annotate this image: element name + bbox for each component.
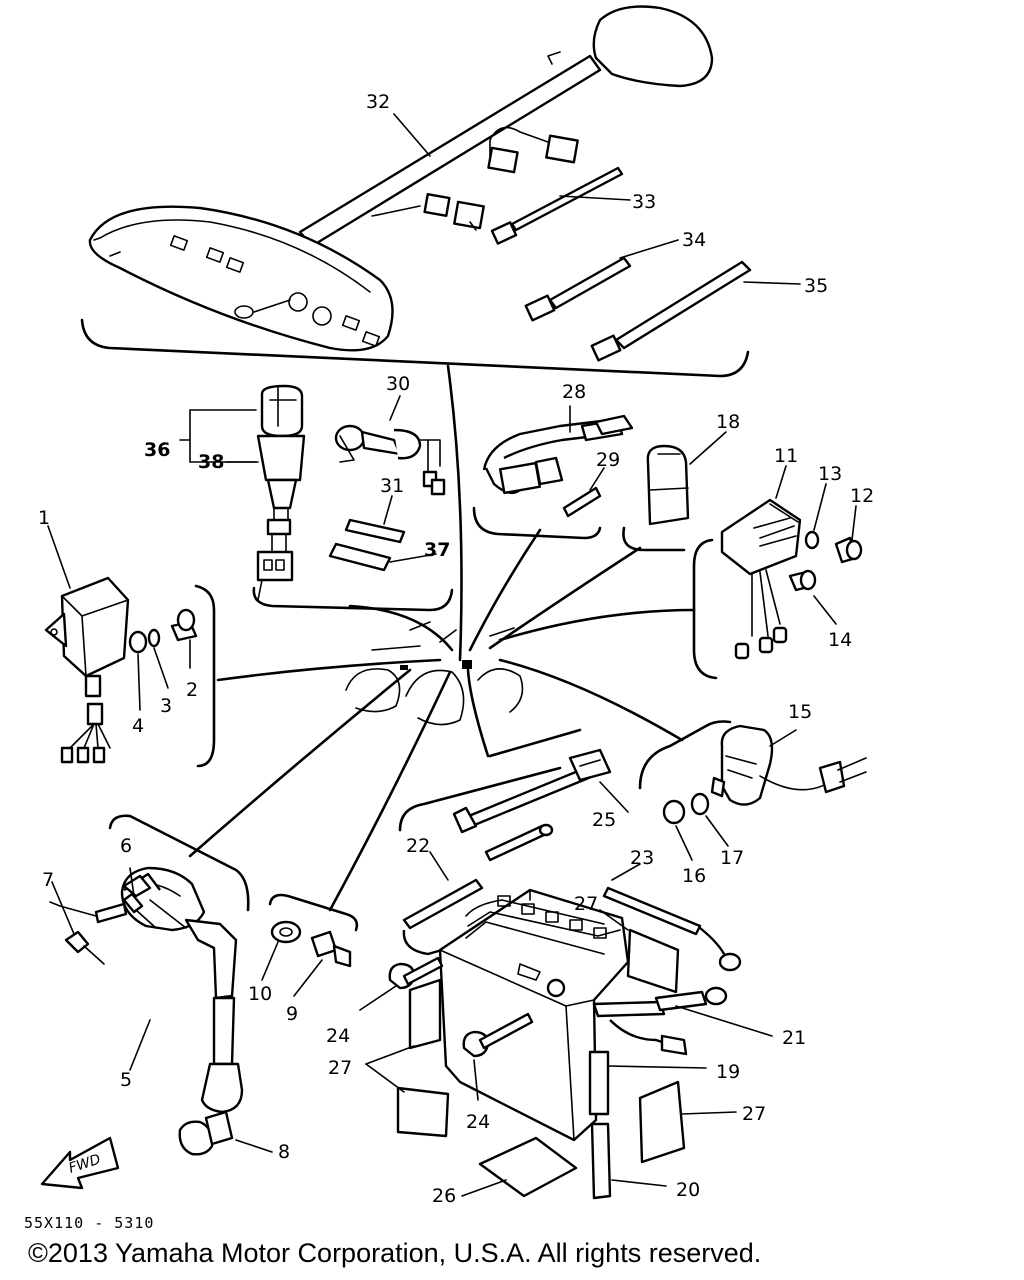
callout-14: 14 bbox=[828, 629, 852, 651]
rectifier-group bbox=[692, 465, 863, 680]
callout-1: 1 bbox=[38, 507, 50, 529]
callout-38: 38 bbox=[198, 451, 224, 473]
callout-6: 6 bbox=[120, 835, 132, 857]
callout-24-left: 24 bbox=[326, 1025, 350, 1047]
callout-28: 28 bbox=[562, 381, 586, 403]
callout-labels: 32 33 34 35 30 28 18 29 11 13 12 36 38 3… bbox=[38, 91, 874, 1207]
ignition-switch-group bbox=[179, 384, 454, 612]
callout-35: 35 bbox=[804, 275, 828, 297]
callout-3: 3 bbox=[160, 695, 172, 717]
callout-26: 26 bbox=[432, 1185, 456, 1207]
callout-7: 7 bbox=[42, 869, 54, 891]
callout-22: 22 bbox=[406, 835, 430, 857]
callout-17: 17 bbox=[720, 847, 744, 869]
callout-29: 29 bbox=[596, 449, 620, 471]
callout-4: 4 bbox=[132, 715, 144, 737]
callout-8: 8 bbox=[278, 1141, 290, 1163]
callout-13: 13 bbox=[818, 463, 842, 485]
callout-19: 19 bbox=[716, 1061, 740, 1083]
ignition-coil-group bbox=[49, 814, 273, 1156]
callout-23: 23 bbox=[630, 847, 654, 869]
callout-21: 21 bbox=[782, 1027, 806, 1049]
callout-27-top: 27 bbox=[574, 893, 598, 915]
wire-harness-group bbox=[80, 5, 801, 378]
callout-2: 2 bbox=[186, 679, 198, 701]
starter-relay-15-group bbox=[638, 720, 867, 861]
callout-34: 34 bbox=[682, 229, 706, 251]
callout-31: 31 bbox=[380, 475, 404, 497]
callout-37: 37 bbox=[424, 539, 450, 561]
neutral-switch-group bbox=[261, 893, 359, 997]
callout-24-bottom: 24 bbox=[466, 1111, 490, 1133]
callout-30: 30 bbox=[386, 373, 410, 395]
copyright-notice: ©2013 Yamaha Motor Corporation, U.S.A. A… bbox=[28, 1238, 762, 1268]
callout-9: 9 bbox=[286, 1003, 298, 1025]
battery-group bbox=[359, 728, 773, 1200]
callout-25: 25 bbox=[592, 809, 616, 831]
callout-15: 15 bbox=[788, 701, 812, 723]
starter-relay-group bbox=[472, 405, 634, 540]
callout-33: 33 bbox=[632, 191, 656, 213]
callout-11: 11 bbox=[774, 445, 798, 467]
callout-16: 16 bbox=[682, 865, 706, 887]
central-harness-hub bbox=[188, 364, 696, 912]
callout-27-left: 27 bbox=[328, 1057, 352, 1079]
callout-36: 36 bbox=[144, 439, 170, 461]
relay-18-group bbox=[622, 431, 727, 552]
callout-12: 12 bbox=[850, 485, 874, 507]
fwd-arrow-icon: FWD bbox=[40, 1136, 120, 1190]
callout-10: 10 bbox=[248, 983, 272, 1005]
callout-20: 20 bbox=[676, 1179, 700, 1201]
callout-18: 18 bbox=[716, 411, 740, 433]
diagram-code: 55X110 - 5310 bbox=[24, 1214, 155, 1232]
callout-27-right: 27 bbox=[742, 1103, 766, 1125]
callout-32: 32 bbox=[366, 91, 390, 113]
callout-5: 5 bbox=[120, 1069, 132, 1091]
cdi-unit-group bbox=[44, 525, 216, 768]
